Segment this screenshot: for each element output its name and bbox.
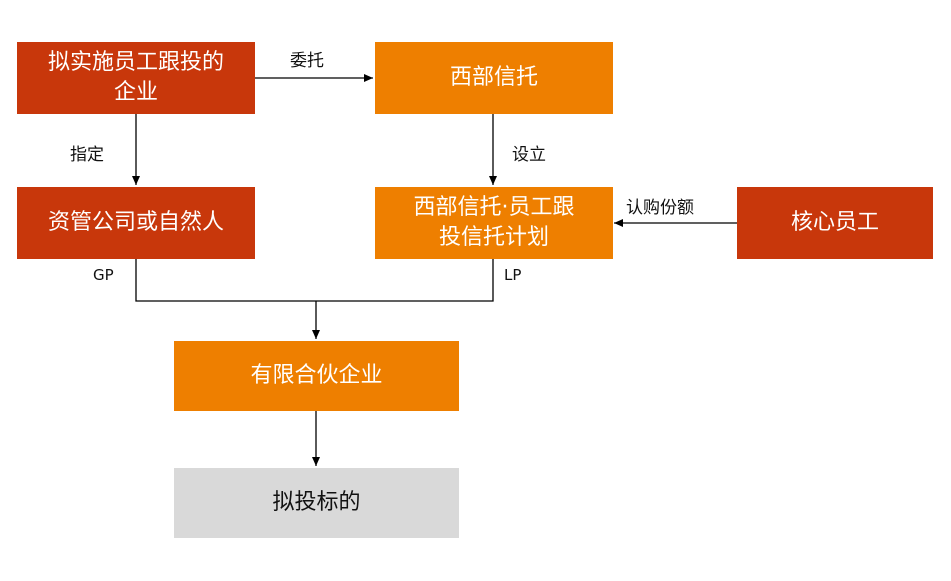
core-staff-box: 核心员工 bbox=[737, 187, 933, 259]
asset-manager-box: 资管公司或自然人 bbox=[17, 187, 255, 259]
establish-label: 设立 bbox=[512, 145, 546, 165]
lp-label: LP bbox=[504, 266, 522, 284]
gp-label: GP bbox=[93, 266, 114, 284]
enterprise-box: 拟实施员工跟投的 企业 bbox=[17, 42, 255, 114]
entrust-label: 委托 bbox=[290, 51, 324, 71]
west-trust-box: 西部信托 bbox=[375, 42, 613, 114]
trust-plan-box: 西部信托·员工跟 投信托计划 bbox=[375, 187, 613, 259]
target-box: 拟投标的 bbox=[174, 468, 459, 538]
partnership-box: 有限合伙企业 bbox=[174, 341, 459, 411]
gp-lp-connector bbox=[135, 259, 494, 302]
designate-label: 指定 bbox=[70, 145, 104, 165]
subscribe-label: 认购份额 bbox=[626, 198, 694, 218]
